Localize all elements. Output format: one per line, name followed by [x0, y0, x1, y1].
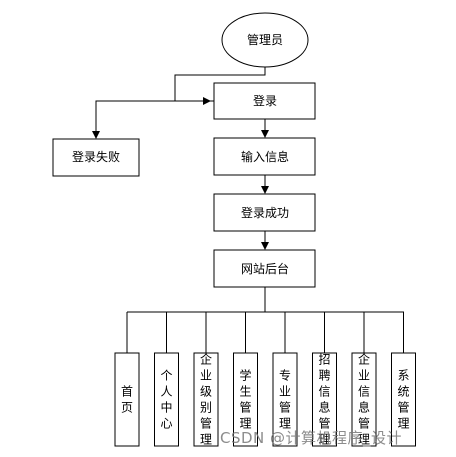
connectors	[92, 67, 404, 353]
module-box: 招聘信息管理	[312, 352, 337, 447]
node-login-failed: 登录失败	[52, 138, 140, 177]
node-admin-label: 管理员	[247, 32, 283, 47]
module-box: 首页	[114, 352, 140, 447]
node-backend: 网站后台	[213, 249, 316, 288]
module-label: 首页	[121, 385, 133, 415]
module-box: 企业信息管理	[351, 352, 377, 447]
node-login-label: 登录	[253, 93, 277, 108]
module-boxes: 首页 个人中心 企业级别管理 学生管理 专业管理 招聘信息管理 企业信息管理 系统管理	[114, 352, 416, 447]
watermark: CSDN @计算机程序_设计	[220, 429, 403, 447]
node-login-success-label: 登录成功	[241, 205, 289, 220]
node-backend-label: 网站后台	[241, 261, 289, 276]
module-box: 系统管理	[391, 352, 416, 447]
module-box: 企业级别管理	[193, 352, 219, 447]
module-drops	[126, 312, 404, 353]
module-label: 企业信息管理	[358, 352, 370, 447]
module-label: 学生管理	[239, 368, 251, 431]
module-label: 专业管理	[279, 368, 291, 431]
module-box: 专业管理	[272, 352, 298, 447]
node-input-info-label: 输入信息	[241, 149, 289, 164]
module-box: 学生管理	[233, 352, 258, 447]
arrow-login-to-failed	[92, 100, 214, 139]
module-box: 个人中心	[154, 352, 179, 447]
module-label: 个人中心	[160, 369, 172, 431]
node-login-failed-label: 登录失败	[72, 149, 120, 164]
node-login: 登录	[213, 82, 316, 120]
module-label: 系统管理	[397, 369, 409, 431]
node-admin: 管理员	[221, 12, 309, 68]
module-label: 企业级别管理	[200, 352, 212, 447]
module-label: 招聘信息管理	[318, 353, 330, 447]
node-login-success: 登录成功	[213, 193, 316, 232]
node-input-info: 输入信息	[213, 137, 316, 176]
